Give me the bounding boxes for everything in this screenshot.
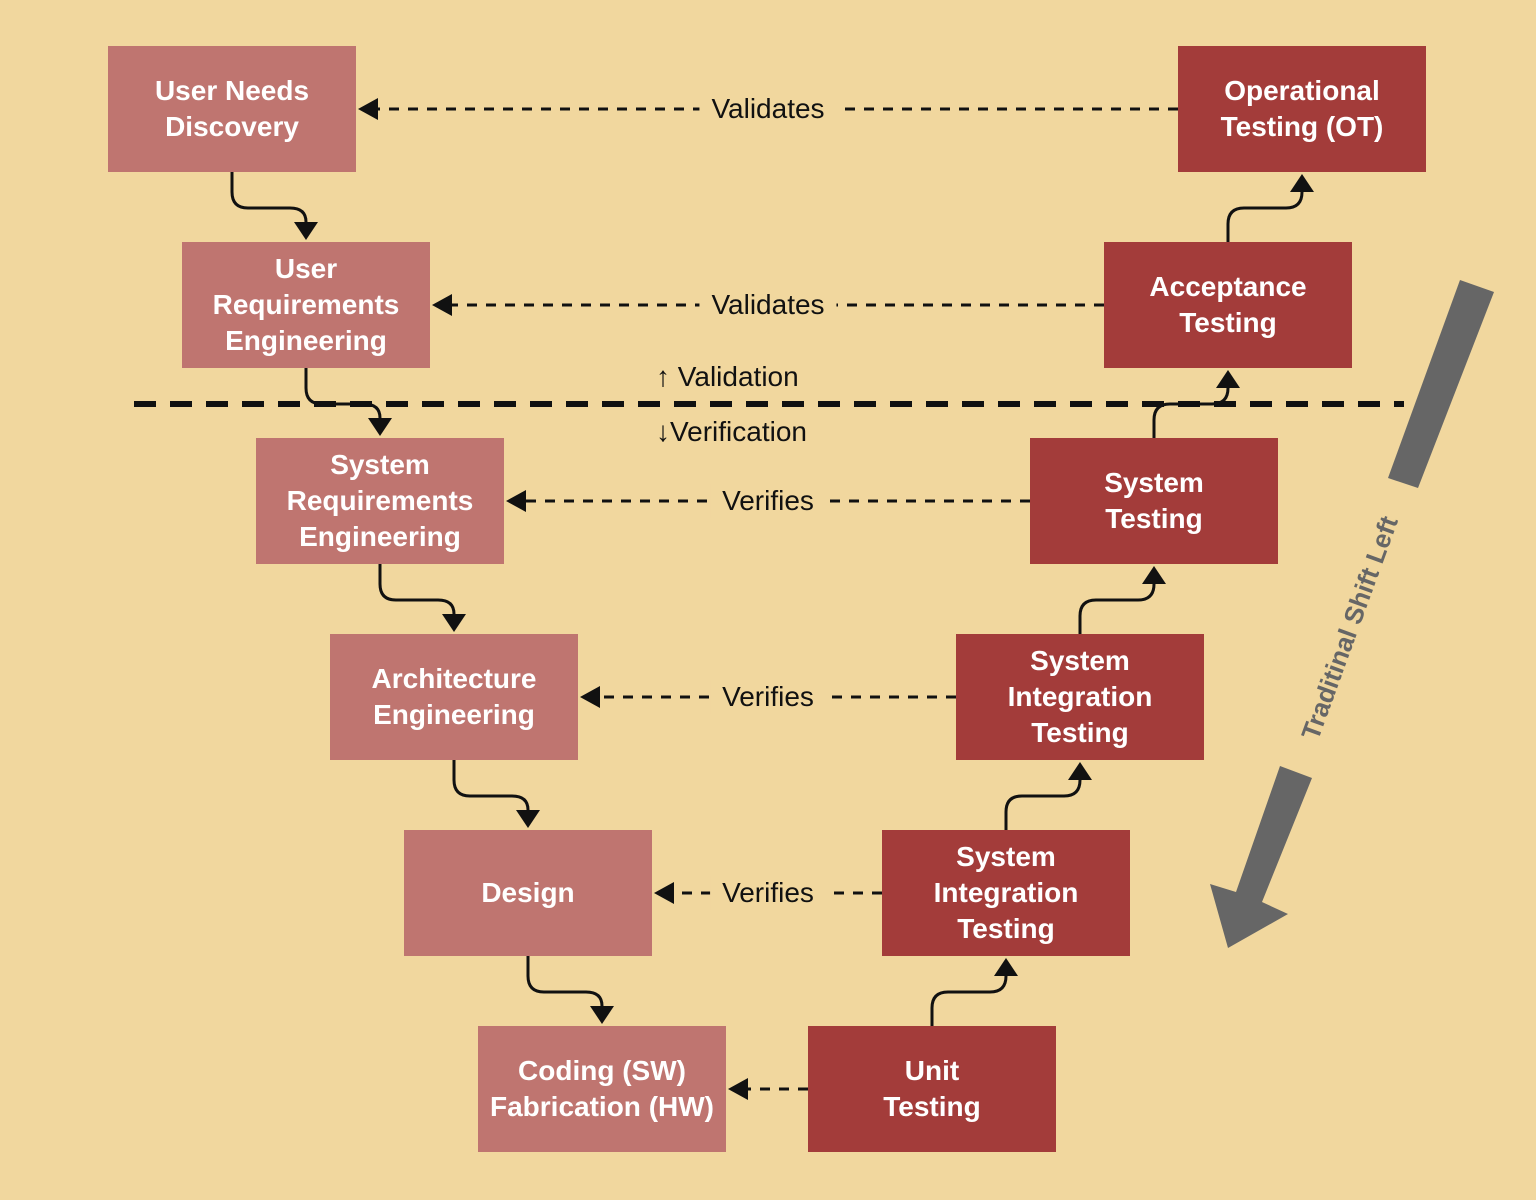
flow-up-arrowhead-1 <box>994 958 1018 976</box>
system-requirements-engineering-box[interactable]: System Requirements Engineering <box>256 438 504 564</box>
validation-label: ↑ Validation <box>656 361 799 392</box>
acceptance-testing-label: Acceptance Testing <box>1149 271 1307 338</box>
validates-label-2: Validates <box>699 288 837 322</box>
user-requirements-engineering-box[interactable]: User Requirements Engineering <box>182 242 430 368</box>
coding-fabrication-box[interactable]: Coding (SW) Fabrication (HW) <box>478 1026 726 1152</box>
architecture-engineering-box[interactable]: Architecture Engineering <box>330 634 578 760</box>
verifies-arrowhead-3 <box>654 882 674 904</box>
flow-up-2 <box>1004 779 1082 830</box>
system-testing-box[interactable]: System Testing <box>1030 438 1278 564</box>
flow-down-3 <box>378 564 456 615</box>
verifies-label-3: Verifies <box>710 876 826 910</box>
operational-testing-box[interactable]: Operational Testing (OT) <box>1178 46 1426 172</box>
unit-testing-box[interactable]: Unit Testing <box>808 1026 1056 1152</box>
verification-label: ↓Verification <box>656 416 807 447</box>
system-integration-testing-box-upper[interactable]: System Integration Testing <box>956 634 1204 760</box>
verifies-label-1: Verifies <box>710 484 826 518</box>
validates-arrowhead-1 <box>358 98 378 120</box>
verifies-arrowhead-2 <box>580 686 600 708</box>
flow-up-5 <box>1226 191 1304 242</box>
verifies-arrowhead-1 <box>506 490 526 512</box>
system-integration-testing-box-lower[interactable]: System Integration Testing <box>882 830 1130 956</box>
flow-down-arrowhead-2 <box>368 418 392 436</box>
shift-left-arrow <box>1388 280 1494 488</box>
acceptance-testing-box[interactable]: Acceptance Testing <box>1104 242 1352 368</box>
flow-up-arrowhead-3 <box>1142 566 1166 584</box>
design-label: Design <box>481 877 575 908</box>
shift-left-arrow-tail <box>1210 766 1312 948</box>
user-requirements-engineering-label: User Requirements Engineering <box>212 253 400 356</box>
flow-down-arrowhead-1 <box>294 222 318 240</box>
system-integration-testing-label-lower: System Integration Testing <box>933 841 1079 944</box>
system-testing-label: System Testing <box>1104 467 1204 534</box>
unit-to-coding-arrowhead <box>728 1078 748 1100</box>
flow-up-arrowhead-2 <box>1068 762 1092 780</box>
operational-testing-label: Operational Testing (OT) <box>1220 75 1384 142</box>
flow-up-1 <box>930 975 1008 1026</box>
flow-down-5 <box>526 956 604 1007</box>
flow-up-4 <box>1152 387 1230 438</box>
system-requirements-engineering-label: System Requirements Engineering <box>286 449 474 552</box>
flow-up-arrowhead-4 <box>1216 370 1240 388</box>
flow-down-1 <box>230 172 308 223</box>
flow-up-3 <box>1078 583 1156 634</box>
coding-fabrication-label: Coding (SW) Fabrication (HW) <box>490 1055 714 1122</box>
validates-label-1: Validates <box>699 92 837 126</box>
user-needs-discovery-label: User Needs Discovery <box>154 75 310 142</box>
flow-down-arrowhead-3 <box>442 614 466 632</box>
flow-down-2 <box>304 368 382 419</box>
flow-up-arrowhead-5 <box>1290 174 1314 192</box>
system-integration-testing-label-upper: System Integration Testing <box>1007 645 1153 748</box>
flow-down-4 <box>452 760 530 811</box>
verifies-label-2: Verifies <box>710 680 826 714</box>
validates-arrowhead-2 <box>432 294 452 316</box>
flow-down-arrowhead-5 <box>590 1006 614 1024</box>
unit-testing-label: Unit Testing <box>883 1055 981 1122</box>
design-box[interactable]: Design <box>404 830 652 956</box>
user-needs-discovery-box[interactable]: User Needs Discovery <box>108 46 356 172</box>
flow-down-arrowhead-4 <box>516 810 540 828</box>
architecture-engineering-label: Architecture Engineering <box>371 663 537 730</box>
